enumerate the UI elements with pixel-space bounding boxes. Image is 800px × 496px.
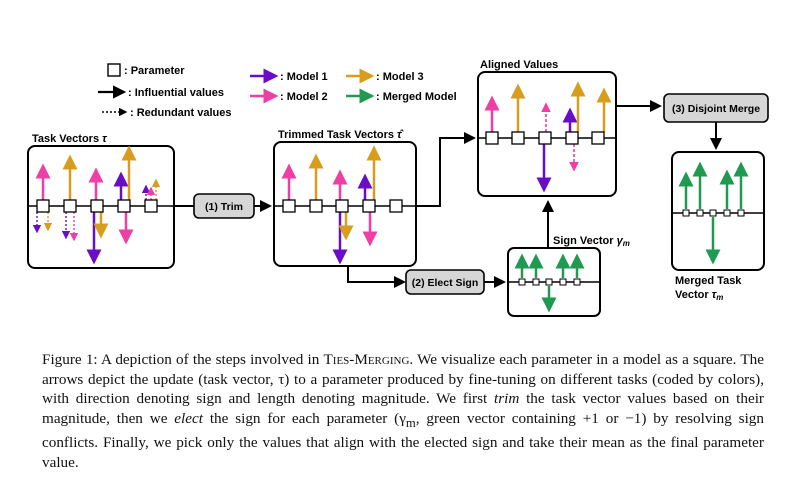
connector-arrow bbox=[416, 132, 476, 207]
merged-title-line2: Vector τm bbox=[675, 289, 723, 302]
disjoint-merge-step: (3) Disjoint Merge bbox=[663, 93, 769, 123]
parameter-square-icon bbox=[107, 63, 121, 77]
parameter-square bbox=[696, 209, 704, 217]
merged-title-line1: Merged Task bbox=[675, 275, 742, 287]
parameter-square bbox=[36, 199, 50, 213]
parameter-square bbox=[518, 278, 526, 286]
connector-arrow bbox=[347, 266, 406, 288]
task-vectors-title: Task Vectors τ bbox=[32, 133, 107, 145]
trimmed-panel bbox=[273, 141, 417, 267]
sign-vector-panel bbox=[507, 247, 601, 317]
parameter-square bbox=[532, 278, 540, 286]
parameter-square bbox=[335, 199, 349, 213]
parameter-square bbox=[90, 199, 104, 213]
parameter-square bbox=[362, 199, 376, 213]
disjoint-merge-label: (3) Disjoint Merge bbox=[672, 103, 760, 115]
legend-model1: : Model 1 bbox=[280, 71, 328, 83]
aligned-panel bbox=[477, 71, 617, 197]
parameter-square bbox=[282, 199, 296, 213]
parameter-square bbox=[591, 131, 605, 145]
legend-model3: : Model 3 bbox=[376, 71, 424, 83]
parameter-square bbox=[144, 199, 158, 213]
figure-caption: Figure 1: A depiction of the steps invol… bbox=[42, 351, 764, 471]
sign-vector-title: Sign Vector γm bbox=[553, 235, 630, 248]
trim-step: (1) Trim bbox=[193, 193, 255, 219]
trimmed-title: Trimmed Task Vectors τ̂ bbox=[278, 129, 405, 141]
legend: : Parameter : Influential values : Redun… bbox=[98, 63, 457, 119]
parameter-square bbox=[723, 209, 731, 217]
parameter-square bbox=[682, 209, 690, 217]
legend-parameter: : Parameter bbox=[124, 65, 185, 77]
parameter-square bbox=[389, 199, 403, 213]
parameter-square bbox=[545, 278, 553, 286]
parameter-square bbox=[737, 209, 745, 217]
task-vectors-panel bbox=[27, 145, 175, 269]
parameter-square bbox=[485, 131, 499, 145]
parameter-square bbox=[709, 209, 717, 217]
parameter-square bbox=[559, 278, 567, 286]
ties-merging-diagram: : Parameter : Influential values : Redun… bbox=[27, 59, 769, 317]
method-name: Ties-Merging bbox=[323, 351, 410, 368]
parameter-square bbox=[573, 278, 581, 286]
legend-redundant: : Redundant values bbox=[130, 107, 231, 119]
legend-merged: : Merged Model bbox=[376, 91, 457, 103]
parameter-square bbox=[538, 131, 552, 145]
parameter-square bbox=[565, 131, 579, 145]
merged-panel bbox=[671, 151, 765, 271]
parameter-square bbox=[511, 131, 525, 145]
elect-sign-step: (2) Elect Sign bbox=[405, 269, 485, 295]
aligned-title: Aligned Values bbox=[480, 59, 558, 71]
trim-label: (1) Trim bbox=[205, 201, 243, 213]
parameter-square bbox=[63, 199, 77, 213]
parameter-square bbox=[117, 199, 131, 213]
legend-model2: : Model 2 bbox=[280, 91, 328, 103]
legend-influential: : Influential values bbox=[128, 87, 224, 99]
elect-sign-label: (2) Elect Sign bbox=[412, 277, 479, 289]
parameter-square bbox=[309, 199, 323, 213]
